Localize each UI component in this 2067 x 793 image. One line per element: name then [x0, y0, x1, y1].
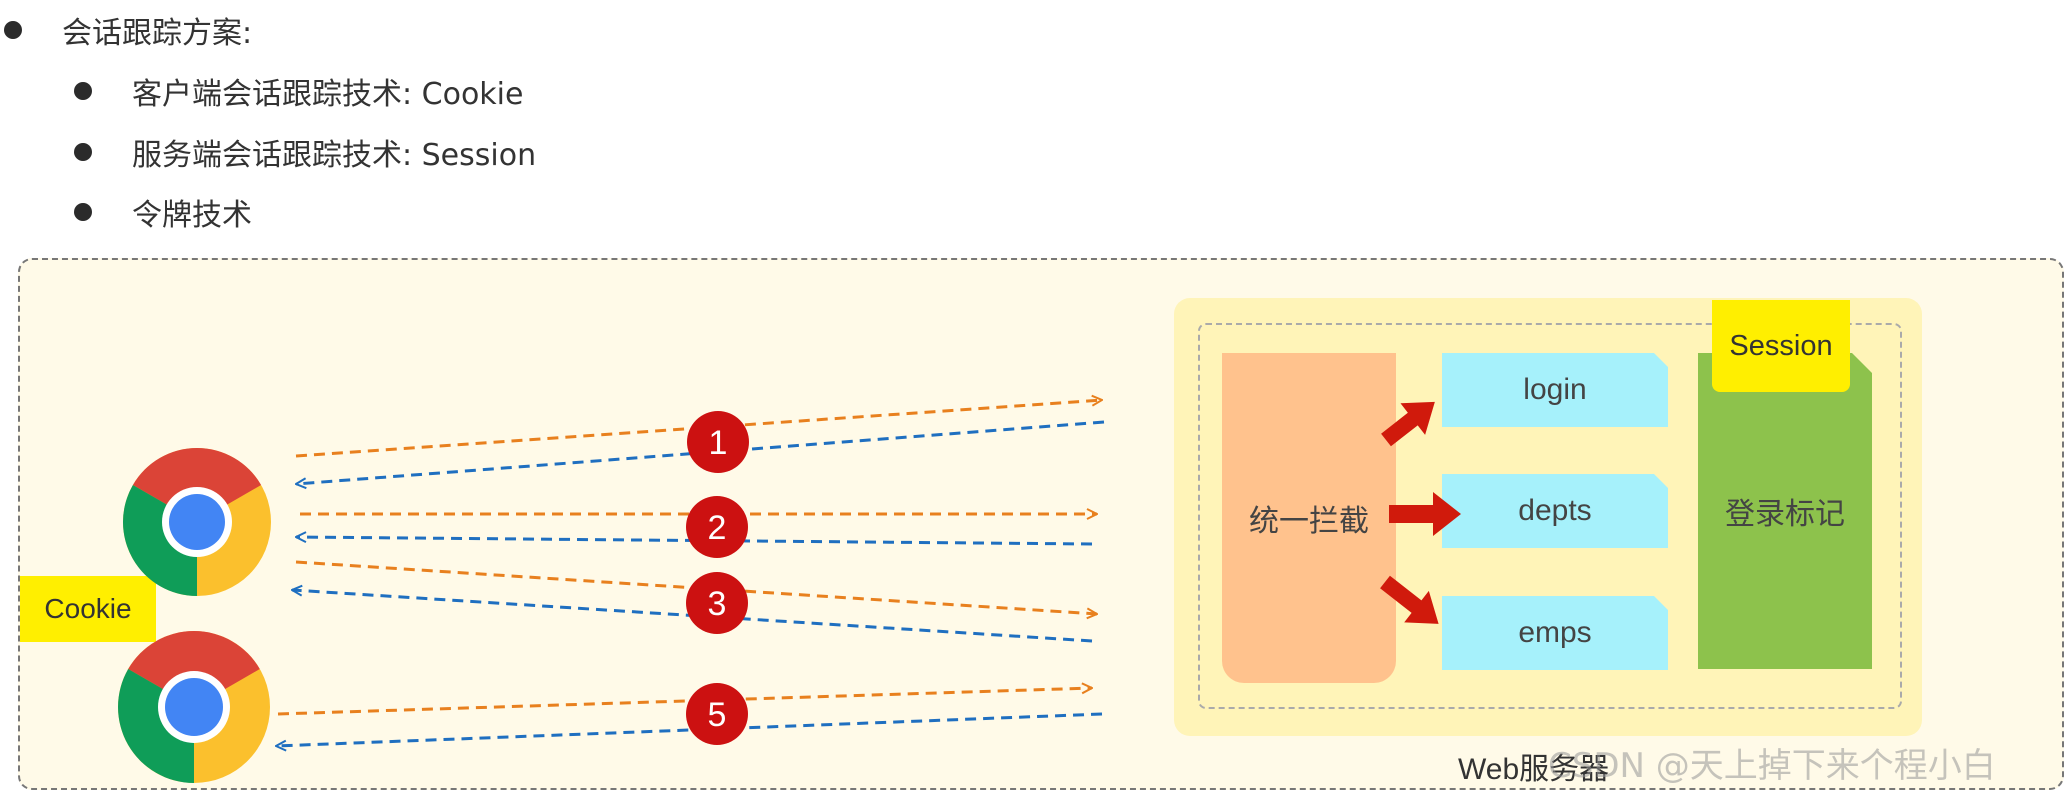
bullet-token: 令牌技术: [74, 190, 252, 234]
resource-login: login: [1442, 353, 1668, 427]
resource-emps-label: emps: [1518, 616, 1592, 649]
chrome-browser-icon: [118, 631, 270, 783]
chrome-browser-icon: [122, 447, 271, 596]
resource-login-label: login: [1523, 373, 1587, 406]
bullet-dot-icon: [74, 203, 92, 221]
step-2-badge: 2: [686, 496, 748, 558]
red-arrow-to-login-icon: [1381, 401, 1435, 447]
step-1-badge: 1: [687, 411, 749, 473]
bullet-server-text: 服务端会话跟踪技术: Session: [132, 138, 537, 173]
web-server-label: Web服务器: [1458, 753, 1610, 786]
step-3-number: 3: [708, 585, 727, 623]
request-arrow-5: [277, 688, 1092, 716]
session-label-text: Session: [1729, 329, 1833, 362]
bullet-dot-icon: [74, 82, 92, 100]
step-5-badge: 5: [686, 683, 748, 745]
web-server-inner-frame: [1198, 323, 1902, 709]
cookie-label: Cookie: [20, 576, 156, 642]
step-3-badge: 3: [686, 572, 748, 634]
login-flag-block: 登录标记: [1698, 353, 1872, 669]
bullet-main: 会话跟踪方案:: [4, 8, 252, 52]
step-5-number: 5: [708, 696, 727, 734]
step-1-number: 1: [709, 424, 728, 462]
response-arrow-5: [276, 712, 1103, 746]
bullet-token-text: 令牌技术: [132, 198, 252, 233]
step-2-number: 2: [708, 509, 727, 547]
red-arrow-to-emps-icon: [1380, 575, 1439, 624]
bullet-server: 服务端会话跟踪技术: Session: [74, 130, 536, 174]
bullet-client-text: 客户端会话跟踪技术: Cookie: [132, 77, 524, 112]
red-arrow-to-depts-icon: [1389, 492, 1461, 536]
interceptor-block: 统一拦截: [1222, 353, 1396, 683]
interceptor-label: 统一拦截: [1249, 504, 1369, 539]
bullet-main-text: 会话跟踪方案:: [62, 16, 253, 51]
login-flag-label: 登录标记: [1725, 497, 1845, 532]
cookie-label-text: Cookie: [44, 593, 132, 624]
bullet-client: 客户端会话跟踪技术: Cookie: [74, 69, 523, 113]
resource-depts-label: depts: [1518, 494, 1592, 527]
watermark-text: CSDN @天上掉下来个程小白: [1548, 746, 1996, 786]
resource-emps: emps: [1442, 596, 1668, 670]
bullet-dot-icon: [74, 143, 92, 161]
session-label: Session: [1712, 300, 1850, 392]
bullet-dot-icon: [4, 21, 22, 39]
resource-depts: depts: [1442, 474, 1668, 548]
